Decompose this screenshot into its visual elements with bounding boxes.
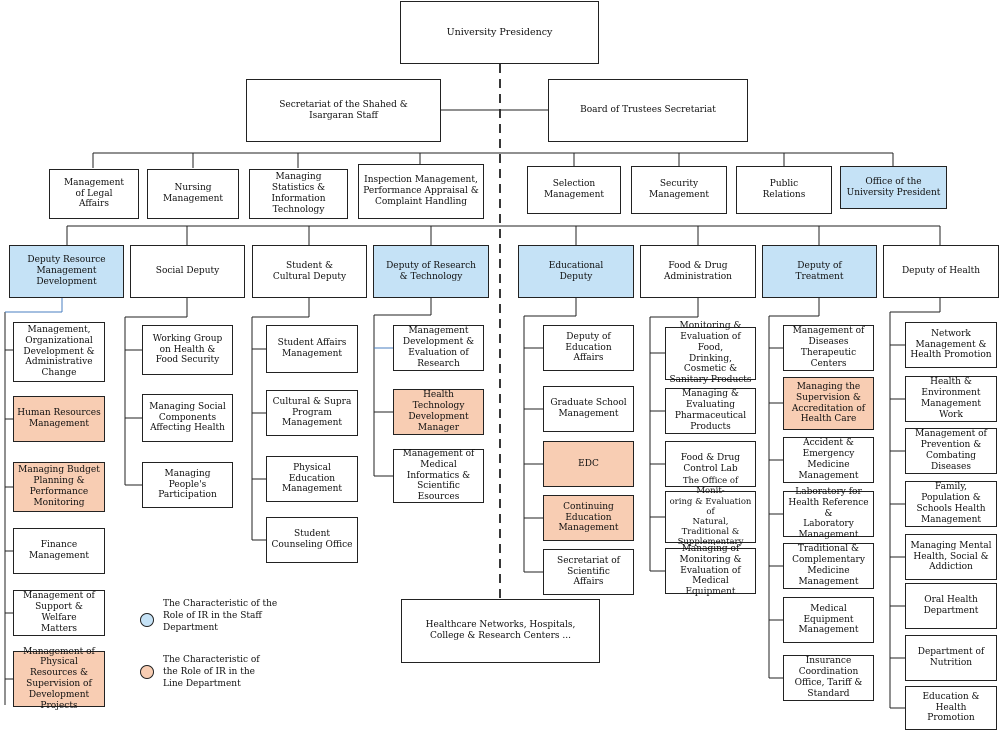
- deputy-health: Deputy of Health: [883, 245, 999, 298]
- health-item: Health & Environment Management Work: [905, 376, 997, 422]
- research-item: Management Development & Evaluation of R…: [393, 325, 484, 371]
- healthcare-networks: Healthcare Networks, Hospitals, College …: [401, 599, 600, 663]
- food-drug-item: Monitoring & Evaluation of Food, Drinkin…: [665, 321, 756, 385]
- treatment-item: Management of Diseases Therapeutic Cente…: [783, 325, 874, 371]
- health-item: Education & Health Promotion: [905, 686, 997, 730]
- office-legal-affairs: Management of Legal Affairs: [49, 169, 139, 219]
- deputy-social: Social Deputy: [130, 245, 245, 298]
- educational-item: Graduate School Management: [543, 386, 634, 432]
- health-item: Department of Nutrition: [905, 635, 997, 681]
- social-item: Managing People's Participation: [142, 462, 233, 508]
- deputy-research-technology: Deputy of Research & Technology: [373, 245, 489, 298]
- resource-item: Human Resources Management: [13, 396, 105, 442]
- food-drug-item: Managing & Evaluating Pharmaceutical Pro…: [665, 388, 756, 434]
- educational-item: EDC: [543, 441, 634, 487]
- food-drug-item: Food & Drug Control Lab: [665, 441, 756, 487]
- office-nursing: Nursing Management: [147, 169, 239, 219]
- office-university-president: Office of the University President: [840, 166, 947, 209]
- trustees-secretariat: Board of Trustees Secretariat: [548, 79, 748, 142]
- office-inspection: Inspection Management, Performance Appra…: [358, 164, 484, 219]
- resource-item: Management of Physical Resources & Super…: [13, 647, 105, 711]
- legend-line-swatch: [140, 665, 154, 679]
- office-public-relations: Public Relations: [736, 166, 832, 214]
- food-drug-item: The Office of Monit- oring & Evaluation …: [665, 476, 756, 558]
- health-item: Oral Health Department: [905, 583, 997, 629]
- office-security: Security Management: [631, 166, 727, 214]
- deputy-educational: Educational Deputy: [518, 245, 634, 298]
- deputy-treatment: Deputy of Treatment: [762, 245, 877, 298]
- research-item: Health Technology Development Manager: [393, 389, 484, 435]
- educational-item: Secretariat of Scientific Affairs: [543, 549, 634, 595]
- office-selection: Selection Management: [527, 166, 621, 214]
- treatment-item: Medical Equipment Management: [783, 597, 874, 643]
- educational-item: Continuing Education Management: [543, 495, 634, 541]
- student-item: Student Affairs Management: [266, 325, 358, 373]
- health-item: Management of Prevention & Combating Dis…: [905, 428, 997, 474]
- student-item: Student Counseling Office: [266, 517, 358, 563]
- treatment-item: Traditional & Complementary Medicine Man…: [783, 543, 874, 589]
- legend-line-label: The Characteristic of the Role of IR in …: [163, 655, 260, 690]
- shahed-secretariat: Secretariat of the Shahed & Isargaran St…: [246, 79, 441, 142]
- legend-staff-label: The Characteristic of the Role of IR in …: [163, 599, 278, 634]
- research-item: Management of Medical Informatics & Scie…: [393, 449, 484, 503]
- social-item: Working Group on Health & Food Security: [142, 325, 233, 375]
- deputy-food-drug: Food & Drug Administration: [640, 245, 756, 298]
- social-item: Managing Social Components Affecting Hea…: [142, 394, 233, 442]
- resource-item: Managing Budget Planning & Performance M…: [13, 462, 105, 512]
- deputy-student-cultural: Student & Cultural Deputy: [252, 245, 367, 298]
- educational-item: Deputy of Education Affairs: [543, 325, 634, 371]
- treatment-item: Managing the Supervision & Accreditation…: [783, 377, 874, 430]
- health-item: Family, Population & Schools Health Mana…: [905, 481, 997, 527]
- health-item: Network Management & Health Promotion: [905, 322, 997, 368]
- treatment-item: Accident & Emergency Medicine Management: [783, 437, 874, 483]
- student-item: Physical Education Management: [266, 456, 358, 502]
- resource-item: Management, Organizational Development &…: [13, 322, 105, 382]
- treatment-item: Laboratory for Health Reference & Labora…: [783, 487, 874, 540]
- university-presidency: University Presidency: [400, 1, 599, 64]
- legend-staff-swatch: [140, 613, 154, 627]
- student-item: Cultural & Supra Program Management: [266, 390, 358, 436]
- treatment-item: Insurance Coordination Office, Tariff & …: [783, 655, 874, 701]
- deputy-resource-management: Deputy Resource Management Development: [9, 245, 124, 298]
- health-item: Managing Mental Health, Social & Addicti…: [905, 534, 997, 580]
- office-statistics-it: Managing Statistics & Information Techno…: [249, 169, 348, 219]
- resource-item: Management of Support & Welfare Matters: [13, 590, 105, 636]
- food-drug-item: Managing of Monitoring & Evaluation of M…: [665, 544, 756, 597]
- resource-item: Finance Management: [13, 528, 105, 574]
